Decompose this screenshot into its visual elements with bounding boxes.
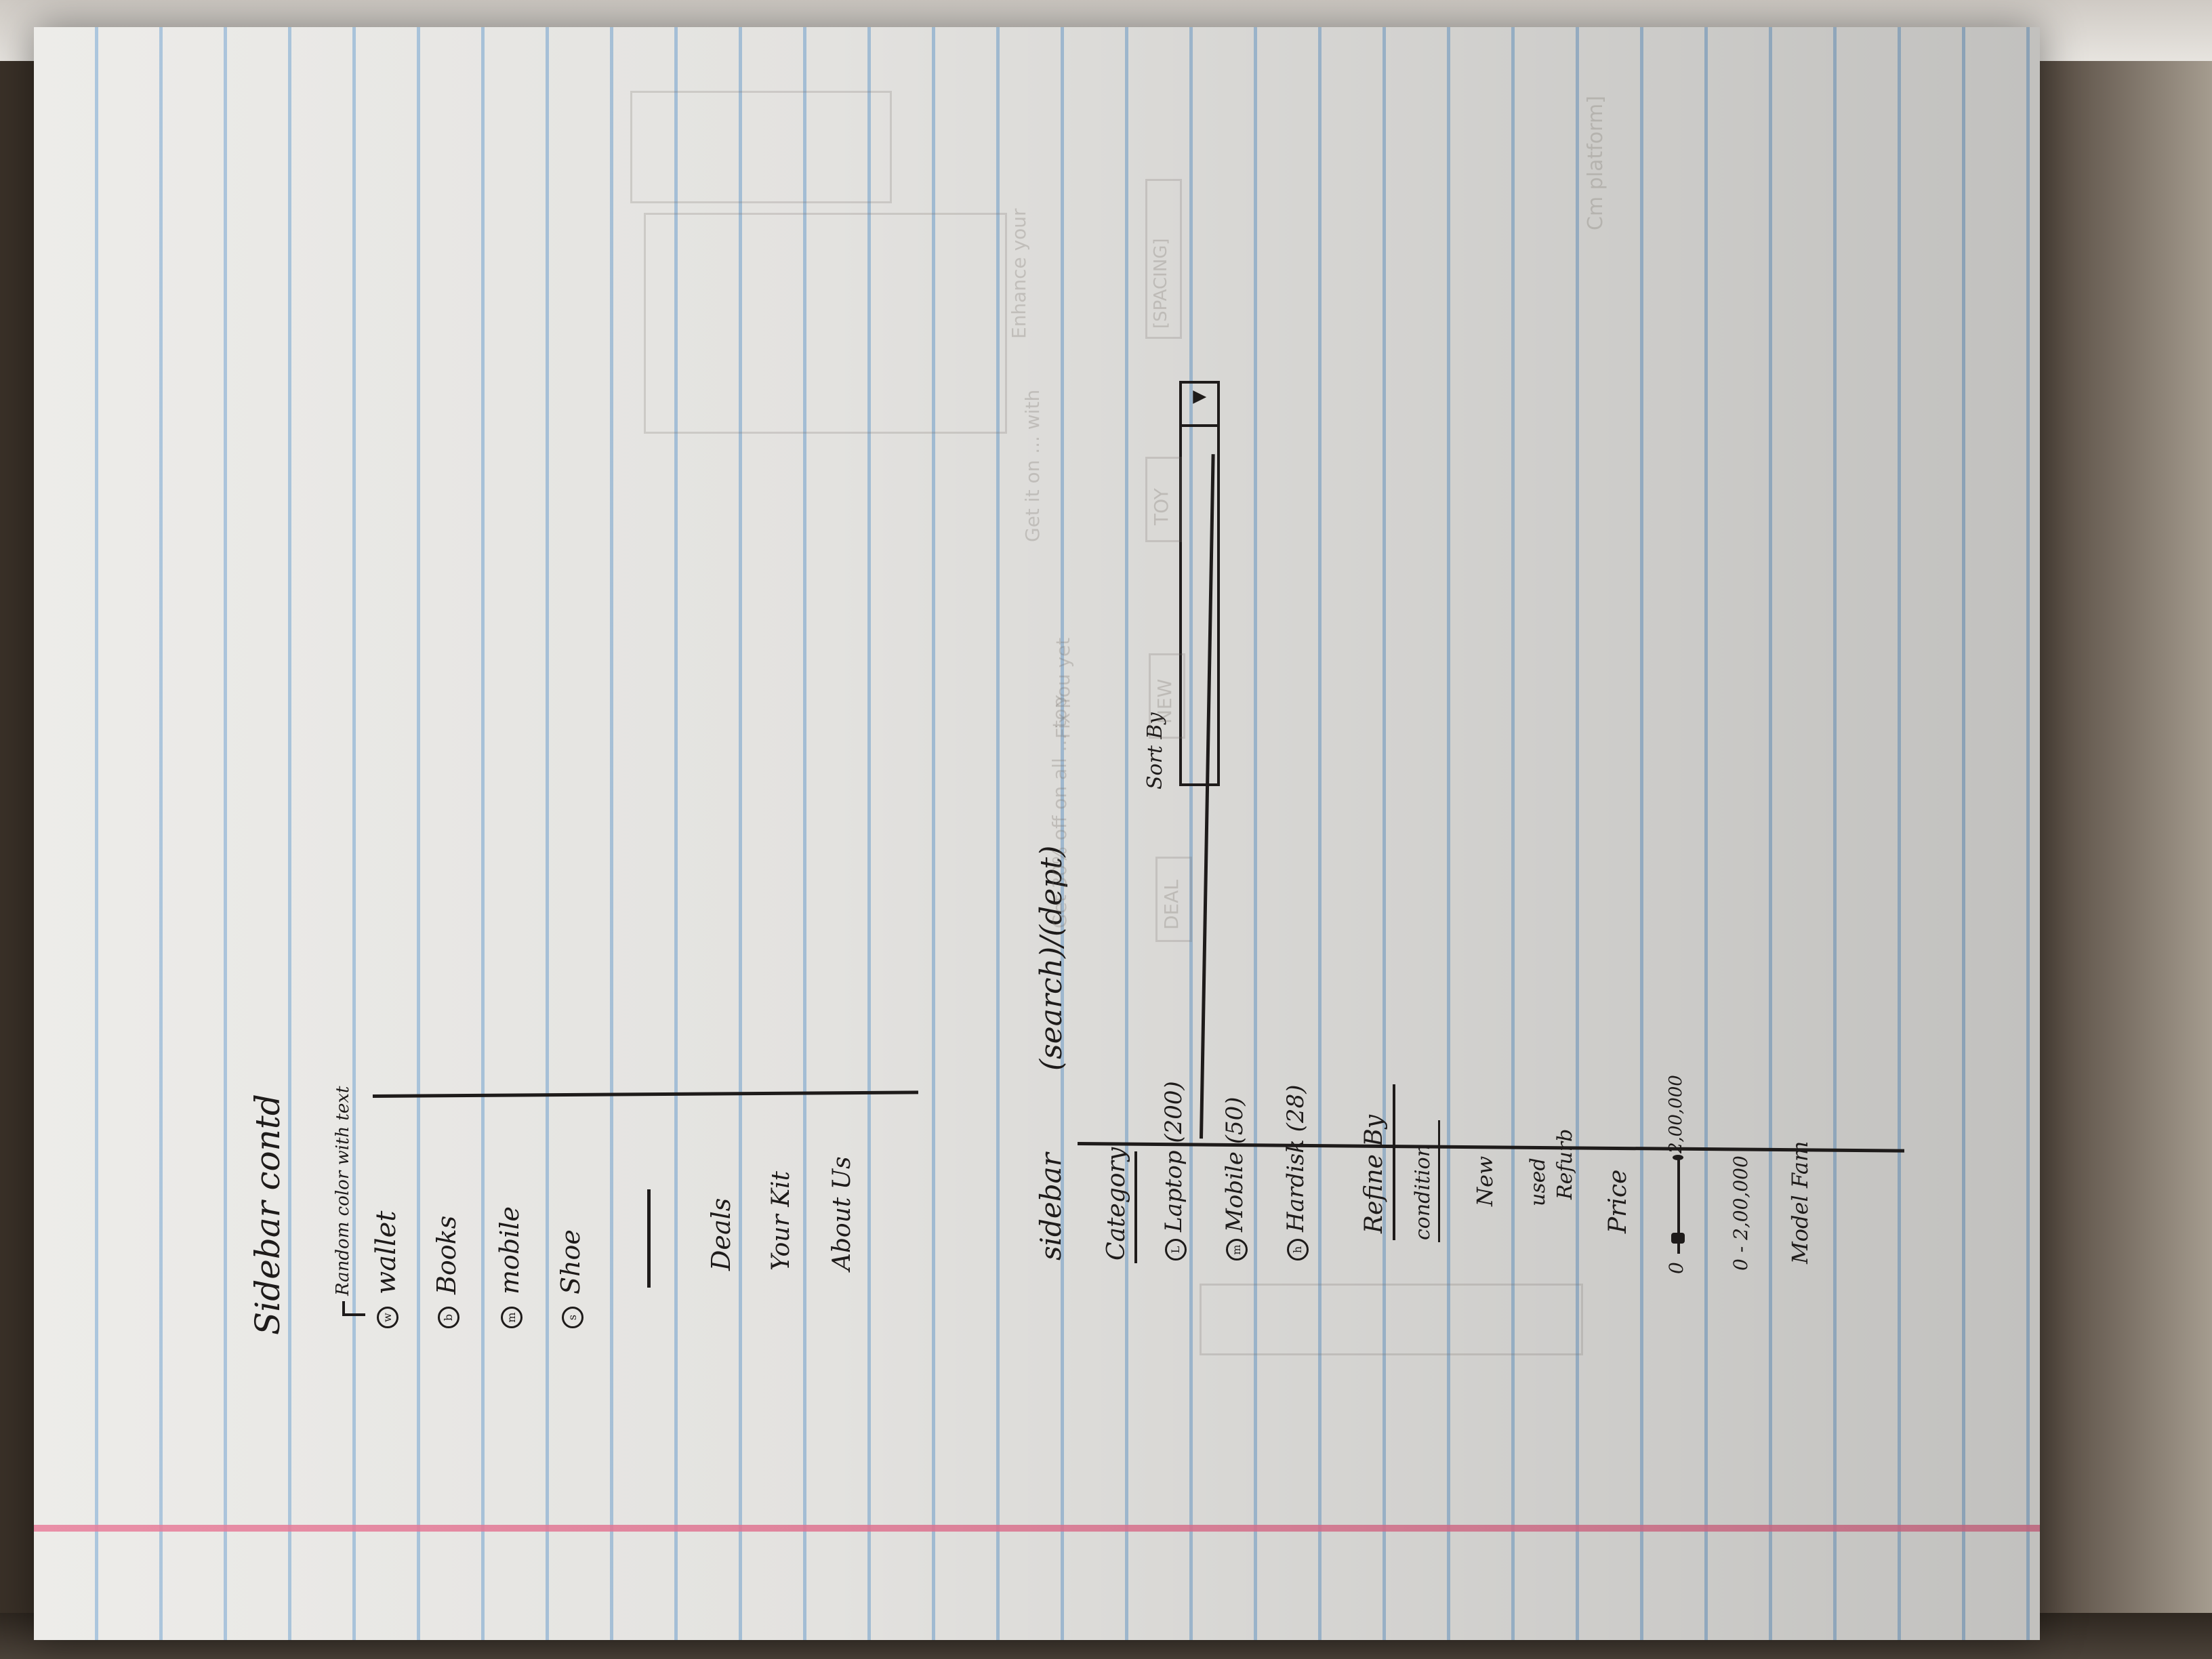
link-about-us[interactable]: About Us: [828, 1156, 856, 1271]
sidebar-mini-rule: [647, 1189, 651, 1288]
price-slider-end: [1673, 1155, 1683, 1160]
laptop-icon: L: [1165, 1239, 1187, 1261]
ghost-toy-text: TOY: [1150, 488, 1172, 525]
price-slider-handle[interactable]: [1671, 1233, 1685, 1244]
books-icon: b: [438, 1307, 459, 1328]
link-deals[interactable]: Deals: [706, 1197, 736, 1271]
category-filter-label: Laptop (200): [1160, 1081, 1187, 1232]
category-label: Shoe: [556, 1229, 586, 1294]
link-your-kit[interactable]: Your Kit: [767, 1170, 795, 1271]
category-label: Books: [432, 1215, 462, 1294]
condition-option-new[interactable]: New: [1472, 1155, 1498, 1206]
price-slider-max: 2,00,000: [1666, 1075, 1686, 1153]
mobile-icon: m: [1226, 1239, 1248, 1261]
wallet-icon: w: [377, 1307, 398, 1328]
note-connector-vertical: [342, 1313, 365, 1316]
ghost-new-text: NEW: [1153, 678, 1176, 724]
sidebar-contd-heading: Sidebar contd: [248, 1094, 287, 1335]
ghost-search-box: [1200, 1284, 1583, 1355]
refine-by-underline: [1393, 1084, 1395, 1240]
mobile-icon: m: [501, 1307, 523, 1328]
price-slider-min: 0: [1665, 1262, 1687, 1274]
chevron-down-icon: ▼: [1189, 390, 1209, 404]
ghost-platform-text: Cm platform]: [1584, 96, 1607, 230]
price-title: Price: [1604, 1169, 1632, 1233]
ghost-product-card-1: [644, 213, 1007, 434]
model-fam-title: Model Fam: [1787, 1141, 1813, 1264]
category-label: wallet: [371, 1210, 402, 1294]
ghost-toy-line: Get it on ... with: [1021, 389, 1044, 542]
condition-option-refurb[interactable]: Refurb: [1553, 1128, 1577, 1200]
page-shading: [34, 27, 2040, 1640]
note-connector-horizontal: [342, 1301, 345, 1316]
ghost-enhance-line: Enhance your: [1008, 208, 1030, 339]
condition-underline: [1438, 1120, 1440, 1242]
ghost-deal-text: DEAL: [1160, 879, 1183, 930]
sort-by-dropdown-button[interactable]: [1179, 381, 1220, 427]
sort-by-dropdown[interactable]: ▼: [1179, 381, 1220, 786]
ghost-new-line: Fix You yet: [1052, 637, 1074, 739]
condition-option-used[interactable]: used: [1526, 1158, 1550, 1206]
ghost-product-card-2: [630, 91, 892, 203]
sidebar-heading: sidebar: [1034, 1153, 1067, 1261]
hardisk-icon: h: [1287, 1239, 1309, 1261]
condition-title: condition: [1411, 1143, 1435, 1240]
filters-results-divider: [1078, 1142, 1904, 1153]
sidebar-section-divider: [372, 1090, 918, 1098]
notebook-page: Sidebar contd Random color with text w w…: [34, 27, 2040, 1640]
category-filter-label: Mobile (50): [1221, 1097, 1248, 1232]
category-label: mobile: [495, 1206, 525, 1294]
refine-by-title: Refine By: [1360, 1114, 1388, 1233]
ghost-spacing-text: [SPACING]: [1151, 238, 1171, 329]
shoe-icon: s: [562, 1307, 583, 1328]
category-title: Category: [1103, 1147, 1130, 1261]
category-filter-label: Hardisk (28): [1282, 1084, 1309, 1232]
category-title-underline: [1134, 1151, 1137, 1263]
random-color-note: Random color with text: [333, 1086, 353, 1296]
price-range-label: 0 - 2,00,000: [1729, 1155, 1752, 1271]
